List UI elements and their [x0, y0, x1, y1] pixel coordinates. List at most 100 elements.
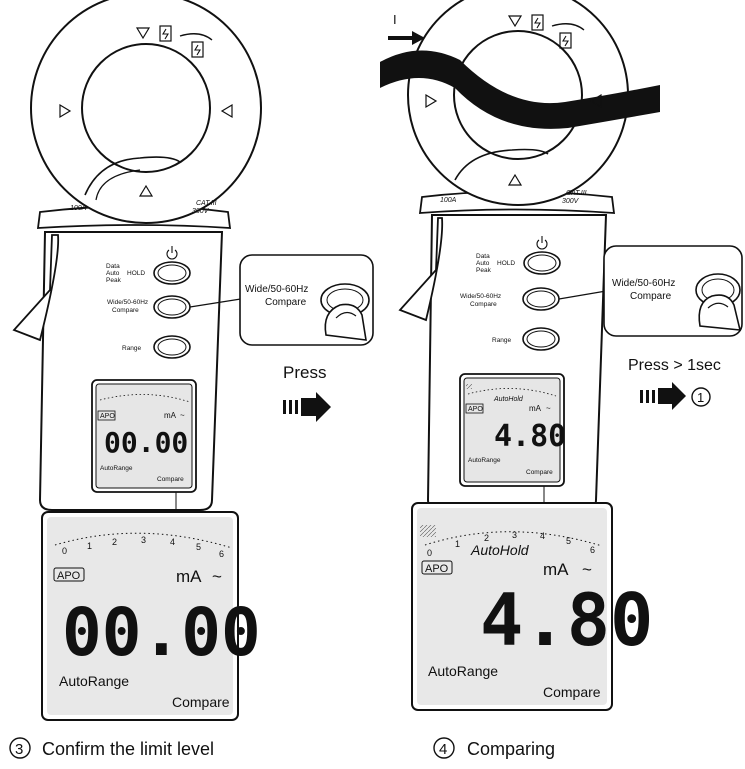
scale-2: 2	[112, 537, 117, 547]
range-indicator: AutoRange	[100, 465, 133, 472]
unit-label: mA	[529, 404, 542, 413]
scale-6: 6	[590, 545, 595, 555]
unit-label: mA	[543, 560, 569, 579]
scale-5: 5	[566, 536, 571, 546]
next-step-number: 1	[697, 390, 704, 405]
svg-text:~: ~	[180, 411, 185, 420]
wide-button-label: Wide/50-60Hz	[107, 299, 148, 306]
callout-line2: Compare	[265, 297, 307, 308]
cable	[380, 50, 660, 129]
lcd-zoom-step3: 0 1 2 3 4 5 6 APO mA ~ 00.00 AutoRange C…	[41, 511, 261, 721]
action-press-hold: Press > 1sec	[628, 357, 721, 374]
hold-button[interactable]	[153, 261, 191, 285]
jaw-triangle-left	[425, 93, 438, 109]
arrow-right-icon	[283, 392, 331, 422]
step3-caption: 3 Confirm the limit level	[9, 737, 214, 759]
compare-button-label: Compare	[112, 307, 139, 314]
scale-0: 0	[62, 546, 67, 556]
peak-button-label: Peak	[106, 277, 122, 284]
auto-button-label: Auto	[476, 260, 490, 267]
finger-icon	[324, 303, 367, 341]
scale-3: 3	[141, 535, 146, 545]
warning-symbol-icon	[159, 25, 172, 42]
mode-indicator: Compare	[172, 694, 230, 710]
range-button[interactable]	[153, 335, 191, 359]
scale-3: 3	[512, 530, 517, 540]
jaw-triangle-top	[135, 27, 151, 40]
warning-symbol-icon	[559, 32, 572, 49]
lcd-small-step4: AutoHold APO mA ~ 4.80 AutoRange Compare	[465, 384, 566, 476]
range-button-label: Range	[492, 337, 512, 344]
step4-panel: 100A CAT.III 300V Data Auto Peak HOLD Wi…	[380, 0, 743, 759]
step-caption: Comparing	[467, 739, 555, 759]
peak-button-label: Peak	[476, 267, 492, 274]
arrow-right-icon	[640, 382, 686, 410]
step3-panel: 100A CAT.III 300V Data Auto Peak HOLD Wi…	[9, 0, 374, 759]
ac-indicator: ~	[212, 567, 222, 586]
step-number: 3	[15, 741, 23, 758]
auto-button-label: Auto	[106, 270, 120, 277]
current-arrow: I	[388, 12, 425, 45]
step-caption: Confirm the limit level	[42, 739, 214, 759]
lcd-small-step3: APO mA ~ 00.00 AutoRange Compare	[97, 394, 191, 483]
jaw-triangle-right	[220, 103, 233, 119]
lcd-zoom-step4: 0 1 2 3 4 5 6 AutoHold APO mA ~ 4.80 Aut…	[411, 502, 653, 711]
warning-symbol-icon	[531, 14, 544, 31]
jaw-rating-voltage: 300V	[192, 208, 210, 215]
power-icon	[536, 236, 548, 250]
jaw-rating-current: 100A	[70, 205, 87, 212]
clamp-meter-step3: 100A CAT.III 300V Data Auto Peak HOLD Wi…	[12, 0, 262, 511]
unit-label: mA	[176, 567, 202, 586]
scale-4: 4	[540, 531, 545, 541]
warning-symbol-icon	[191, 41, 204, 58]
jaw-rating-current: 100A	[440, 197, 457, 204]
compare-button-label: Compare	[470, 301, 497, 308]
scale-1: 1	[455, 539, 460, 549]
ac-indicator: ~	[582, 560, 592, 579]
hold-button-label: HOLD	[497, 260, 515, 267]
step4-caption: 4 Comparing	[433, 737, 555, 759]
scale-2: 2	[484, 533, 489, 543]
apo-indicator: APO	[100, 413, 115, 420]
scale-1: 1	[87, 541, 92, 551]
jaw-triangle-top	[507, 15, 523, 28]
current-label: I	[393, 12, 397, 27]
hold-button[interactable]	[523, 251, 561, 275]
jaw-rating-cat: CAT.III	[196, 200, 217, 207]
callout-step3: Wide/50-60Hz Compare	[189, 254, 374, 346]
apo-indicator: APO	[57, 570, 81, 582]
callout-line1: Wide/50-60Hz	[612, 278, 675, 289]
scale-6: 6	[219, 549, 224, 559]
data-button-label: Data	[476, 253, 490, 260]
callout-line1: Wide/50-60Hz	[245, 284, 308, 295]
mode-indicator: Compare	[543, 684, 601, 700]
lcd-value: 00.00	[62, 594, 261, 671]
autohold-indicator: AutoHold	[470, 542, 530, 558]
scale-4: 4	[170, 537, 175, 547]
scale-0: 0	[427, 548, 432, 558]
unit-label: mA	[164, 411, 177, 420]
wide-button-label: Wide/50-60Hz	[460, 293, 501, 300]
jaw-rating-voltage: 300V	[562, 198, 580, 205]
autohold-indicator: AutoHold	[493, 396, 524, 403]
step-number: 4	[439, 741, 447, 758]
range-indicator: AutoRange	[468, 457, 501, 464]
svg-text:~: ~	[546, 404, 551, 413]
apo-indicator: APO	[468, 406, 483, 413]
range-indicator: AutoRange	[59, 673, 129, 689]
callout-step4: Wide/50-60Hz Compare	[558, 245, 743, 337]
jaw-triangle-bottom	[507, 173, 523, 186]
apo-indicator: APO	[425, 563, 449, 575]
lcd-value: 00.00	[104, 426, 188, 459]
mode-indicator: Compare	[157, 476, 184, 483]
jaw-triangle-right	[589, 93, 602, 109]
power-icon	[166, 246, 178, 260]
hold-button-label: HOLD	[127, 270, 145, 277]
jaw-triangle-bottom	[138, 184, 154, 197]
range-button[interactable]	[522, 327, 560, 351]
data-button-label: Data	[106, 263, 120, 270]
range-indicator: AutoRange	[428, 663, 498, 679]
scale-5: 5	[196, 542, 201, 552]
jaw-rating-cat: CAT.III	[566, 190, 587, 197]
